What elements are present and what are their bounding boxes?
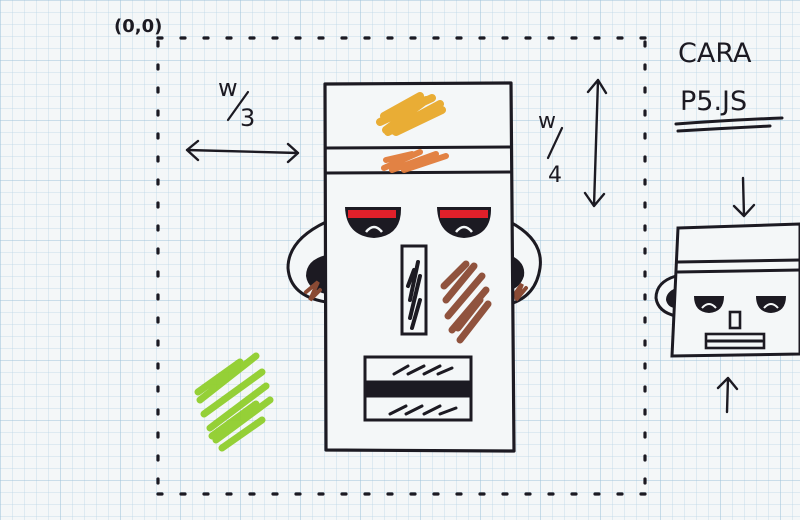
left-ear-shade xyxy=(306,255,326,294)
preview-right-eye-highlight xyxy=(763,303,779,309)
width-quarter-annotation: w 4 xyxy=(538,78,608,208)
preview-nose xyxy=(728,310,742,330)
main-face xyxy=(286,81,542,453)
nose-outline xyxy=(400,244,428,336)
upper-teeth-hatching xyxy=(392,364,454,376)
width-quarter-denominator: 4 xyxy=(548,163,562,188)
preview-band-top xyxy=(676,258,800,264)
nose-hatching xyxy=(406,260,422,330)
width-third-annotation: w 3 xyxy=(185,74,300,164)
green-scribble xyxy=(194,352,274,452)
right-eye-highlight xyxy=(455,225,473,233)
width-quarter-numerator: w xyxy=(538,109,556,134)
title-underline xyxy=(674,116,784,133)
right-ear-blush xyxy=(510,282,528,302)
preview-band-bottom xyxy=(676,268,800,274)
title-line-2: P5.JS xyxy=(680,86,747,117)
preview-down-arrow xyxy=(732,176,756,218)
preview-face xyxy=(654,176,800,414)
lower-teeth-hatching xyxy=(388,404,458,416)
width-third-denominator: 3 xyxy=(240,104,255,132)
title-line-1: CARA xyxy=(678,38,752,69)
width-third-arrow xyxy=(185,139,300,164)
left-ear-blush xyxy=(304,280,322,302)
preview-head xyxy=(670,222,800,358)
preview-up-arrow xyxy=(716,376,739,414)
hat-scribble-yellow xyxy=(376,92,446,136)
left-eye-highlight xyxy=(365,225,383,233)
hat-band-top xyxy=(324,145,513,150)
band-scribble-orange xyxy=(381,149,449,173)
width-third-numerator: w xyxy=(218,74,238,102)
right-eye-red-lid xyxy=(440,210,488,218)
width-quarter-arrow xyxy=(583,78,608,208)
origin-label: (0,0) xyxy=(114,16,162,37)
left-eye-red-lid xyxy=(348,210,396,218)
preview-left-eye-highlight xyxy=(701,303,717,309)
cheek-scribble-brown xyxy=(440,260,492,344)
hat-band-bottom xyxy=(324,170,513,175)
mouth-gap xyxy=(366,383,470,396)
